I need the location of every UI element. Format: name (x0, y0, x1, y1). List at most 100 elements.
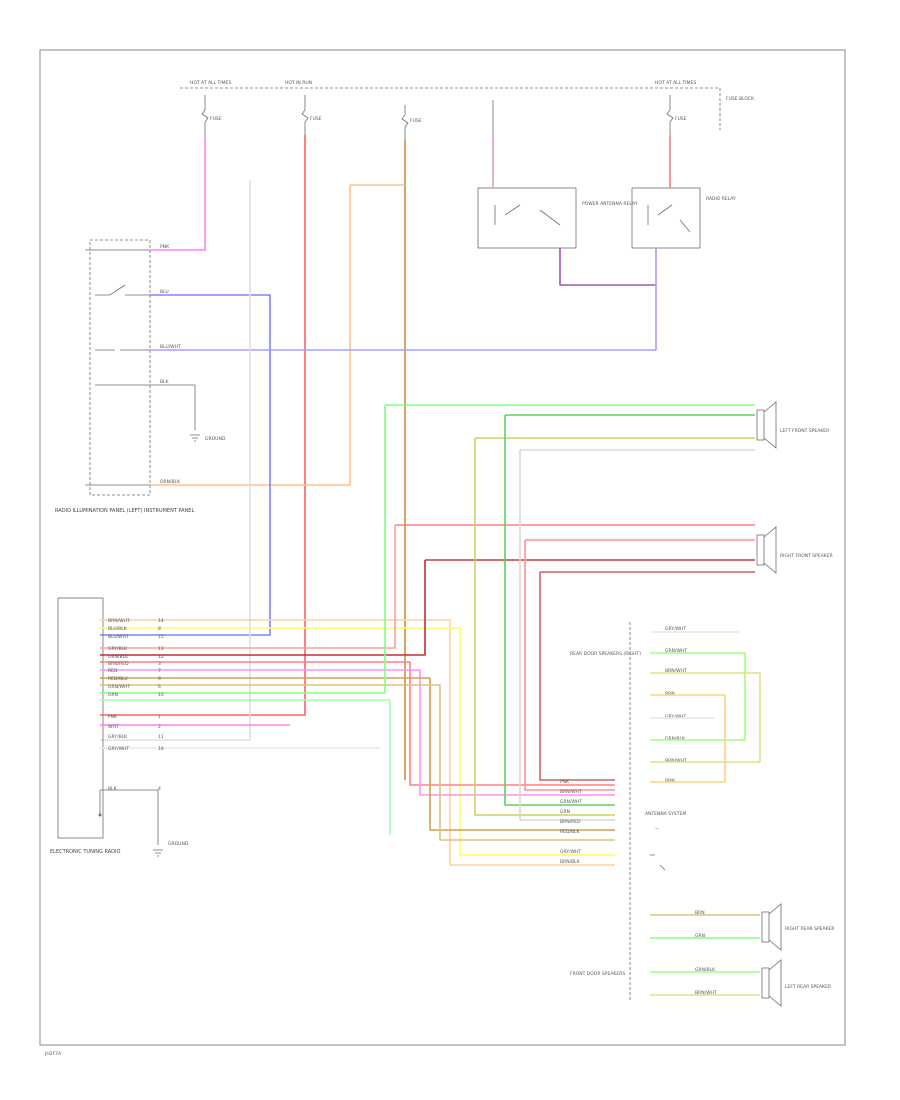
svg-text:14: 14 (158, 618, 164, 624)
svg-text:GRN: GRN (108, 692, 118, 698)
svg-text:13: 13 (158, 646, 164, 652)
center-label-0: PNK (560, 779, 570, 785)
harness-1 (100, 619, 615, 866)
right-front-speaker-label: RIGHT FRONT SPEAKER (780, 553, 833, 559)
harness-10 (100, 699, 391, 835)
svg-text:8: 8 (158, 626, 161, 632)
center-label-3: GRN (560, 809, 570, 815)
hot-label-1: HOT AT ALL TIMES (190, 80, 231, 86)
fuse-2: FUSE (301, 95, 322, 135)
svg-text:BRN/WHT: BRN/WHT (665, 758, 687, 764)
switch-wire-label-0: PNK (160, 244, 170, 250)
radio-pin-numbers: 14 8 15 13 12 3 7 9 6 10 1 2 11 16 4 (158, 618, 164, 792)
svg-text:3: 3 (158, 661, 161, 667)
relay-right-label: RADIO RELAY (706, 196, 736, 202)
relay-left-label: POWER ANTENNA RELAY (582, 201, 638, 207)
right-rear-speaker: RIGHT REAR SPEAKER (761, 903, 835, 951)
svg-text:11: 11 (158, 734, 164, 740)
left-front-speaker: LEFT FRONT SPEAKER (756, 401, 829, 449)
harness-6 (100, 669, 615, 796)
svg-text:16: 16 (158, 746, 164, 752)
center-label-7: BRN/BLK (560, 859, 581, 865)
left-rear-speaker: LEFT REAR SPEAKER (761, 959, 831, 1007)
wire-red-main (100, 135, 306, 716)
svg-text:GRN/BLK: GRN/BLK (665, 736, 686, 742)
fuse-1: FUSE (201, 95, 222, 135)
svg-text:9: 9 (158, 676, 161, 682)
svg-text:7: 7 (158, 668, 161, 674)
svg-text:PNK: PNK (108, 714, 118, 720)
switch-block-label: RADIO ILLUMINATION PANEL (LEFT) INSTRUME… (55, 508, 194, 514)
radio-unit-label: ELECTRONIC TUNING RADIO (50, 849, 121, 855)
rear-wire-label-2: BRN/WHT (695, 990, 717, 996)
fuse-4: FUSE (666, 95, 687, 135)
switch-block (89, 239, 151, 496)
switch-ground-label: GROUND (205, 436, 226, 442)
relay-left (477, 187, 577, 249)
svg-text:WHT: WHT (108, 724, 119, 730)
svg-text:2: 2 (158, 724, 161, 730)
svg-text:—: — (655, 827, 660, 832)
svg-text:BRN: BRN (665, 691, 675, 697)
svg-text:BLU/WHT: BLU/WHT (108, 634, 129, 640)
harness-9 (100, 405, 386, 694)
svg-text:BRN/WHT: BRN/WHT (665, 668, 687, 674)
fuse-4-label: FUSE (675, 116, 687, 122)
wire-white (100, 180, 251, 741)
svg-text:BRN/RED: BRN/RED (108, 661, 129, 667)
center-label-6: GRY/WHT (560, 849, 581, 855)
fuse-1-label: FUSE (210, 116, 222, 122)
svg-text:GRY/WHT: GRY/WHT (108, 746, 129, 752)
center-label-4: BRN/RED (560, 819, 581, 825)
svg-text:1: 1 (158, 714, 161, 720)
svg-text:10: 10 (158, 692, 164, 698)
rear-wire-label-3: BRN (695, 910, 705, 916)
switch-1 (95, 284, 150, 296)
svg-text:GRY/WHT: GRY/WHT (665, 714, 686, 720)
svg-text:GRN/WHT: GRN/WHT (665, 648, 687, 654)
relay-out-purple (559, 248, 656, 286)
svg-text:6: 6 (158, 684, 161, 690)
harness-4 (100, 560, 426, 656)
svg-text:RED: RED (108, 668, 118, 674)
fuse-3: FUSE (401, 105, 422, 140)
harness-7 (100, 677, 615, 831)
fuse-3-label: FUSE (410, 118, 422, 124)
switch-wire-label-1: BLU (160, 289, 169, 295)
harness-3 (100, 525, 396, 649)
wire-pink-switch (150, 135, 206, 251)
radio-unit (57, 597, 104, 839)
switch-wire-label-2: BLU/WHT (160, 344, 181, 350)
relay-right (631, 187, 701, 249)
radio-pins: BRN/WHT BLU/BLK BLU/WHT GRY/BLK ORN/BLK … (108, 618, 130, 792)
right-panel-label-3: FRONT DOOR SPEAKERS (570, 971, 625, 977)
right-panel-label-2: ANTENNA SYSTEM (645, 811, 686, 817)
harness-5 (100, 661, 615, 786)
footer-code: JH2F7A (44, 1051, 62, 1057)
svg-text:GRY/BLK: GRY/BLK (108, 646, 128, 652)
rear-wire-label-1: GRN/BLK (695, 967, 716, 973)
right-panel-rows: GRY/WHT GRN/WHT BRN/WHT BRN GRY/WHT GRN/… (665, 626, 687, 784)
radio-ground-label: GROUND (168, 841, 189, 847)
right-panel-label-1: REAR DOOR SPEAKERS (RIGHT) (570, 651, 641, 657)
hot-label-2: HOT IN RUN (285, 80, 312, 86)
diagram-frame (39, 49, 846, 1046)
right-rear-speaker-label: RIGHT REAR SPEAKER (785, 926, 835, 932)
svg-text:12: 12 (158, 654, 164, 660)
svg-text:4: 4 (158, 786, 161, 792)
center-label-2: GRN/WHT (560, 799, 582, 805)
svg-text:BLU/BLK: BLU/BLK (108, 626, 128, 632)
wire-orange (150, 185, 351, 486)
svg-text:15: 15 (158, 634, 164, 640)
svg-text:ORN/BLK: ORN/BLK (108, 654, 129, 660)
svg-text:BRN: BRN (665, 778, 675, 784)
switch-wire-label-4: ORN/BLK (160, 479, 181, 485)
svg-text:GRN/WHT: GRN/WHT (108, 684, 130, 690)
harness-2 (100, 627, 615, 856)
center-label-1: BRN/WHT (560, 789, 582, 795)
rear-wire-label-0: GRN (695, 933, 705, 939)
harness-8 (100, 684, 615, 841)
fuse-panel-label: FUSE BLOCK (726, 96, 755, 102)
svg-text:GRY/BLK: GRY/BLK (108, 734, 128, 740)
